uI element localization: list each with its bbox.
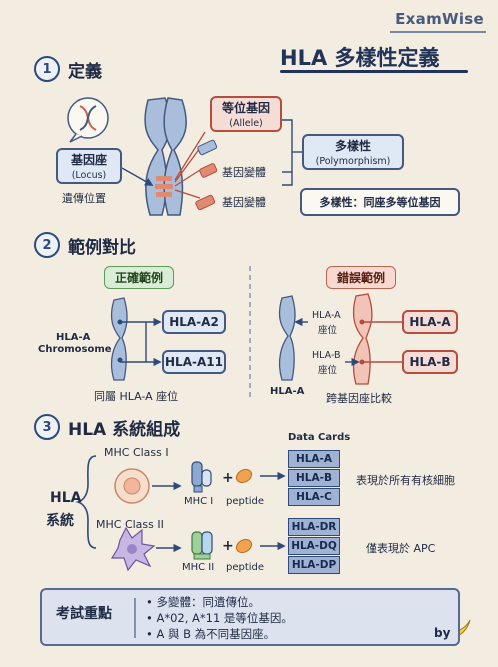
locus-a-label-2: 座位 [318,325,338,336]
wrong-caption: 跨基因座比較 [326,392,392,405]
plus-sign: + [222,538,234,554]
hla-b-locus-box: HLA-B [402,350,458,374]
data-card: HLA-C [288,488,340,506]
gene-segment-icon [197,139,218,156]
hla-a2-box: HLA-A2 [162,310,226,334]
polymorphism-definition-text: 多樣性：同座多等位基因 [319,196,441,209]
chromosome-icon [110,297,128,381]
exam-key-points: 考試重點 多變體：同遺傳位。 A*02, A*11 是等位基因。 A 與 B 為… [40,588,460,646]
polymorphism-sub: (Polymorphism) [315,156,391,167]
section-number: 3 [34,414,60,440]
polymorphism-label: 多樣性 [334,139,371,153]
data-card: HLA-DQ [288,537,340,555]
locus-b-label-2: 座位 [318,365,338,376]
data-card: HLA-B [288,469,340,487]
section-title: HLA 系統組成 [68,419,181,440]
hla-a-locus-label: HLA-A [409,315,451,329]
exam-point: 多變體：同遺傳位。 [146,594,293,610]
data-card: HLA-A [288,450,340,468]
mhc-class-ii-label: MHC Class II [96,518,164,531]
section-title: 範例對比 [68,237,136,258]
polymorphism-box: 多樣性 (Polymorphism) [302,134,404,170]
allele-label: 等位基因 [221,101,270,115]
exam-label: 考試重點 [56,606,112,622]
section-title: 定義 [68,61,102,82]
hla-a-chromosome-caption: HLA-A [270,386,305,397]
brand-logo: ExamWise [395,10,484,28]
mhc-ii-label: MHC II [182,562,215,573]
correct-caption: 同屬 HLA-A 座位 [94,390,179,403]
variant-2-label: 基因變體 [222,196,266,209]
mhc-class-i-label: MHC Class I [104,446,169,459]
hla-a11-label: HLA-A11 [165,355,223,369]
allele-sub: (Allele) [229,118,263,129]
class-ii-expression: 僅表現於 APC [366,542,436,555]
chromosome-icon [144,97,187,216]
polymorphism-definition: 多樣性：同座多等位基因 [300,188,460,216]
byline: by [434,626,451,640]
correct-example-tag: 正確範例 [104,266,175,289]
hla-b-locus-label: HLA-B [409,355,451,369]
class-ii-cards: HLA-DR HLA-DQ HLA-DP [288,518,340,574]
exam-divider [134,598,136,638]
locus-caption: 遺傳位置 [62,192,106,205]
hla-system-label-2: 系統 [46,513,74,529]
peptide-label: peptide [226,496,265,507]
exam-points: 多變體：同遺傳位。 A*02, A*11 是等位基因。 A 與 B 為不同基因座… [146,594,293,642]
locus-a-label: HLA-A [312,310,341,321]
hla-system-label: HLA [50,490,82,506]
plus-sign: + [222,470,234,486]
title-underline [280,70,468,73]
locus-label: 基因座 [70,153,107,167]
locus-b-label: HLA-B [312,350,341,361]
section-number: 2 [34,232,60,258]
peptide-icon [235,468,253,484]
locus-box: 基因座 (Locus) [56,148,122,184]
dna-icon [67,97,109,143]
data-card: HLA-DR [288,518,340,536]
section-3-heading: 3 HLA 系統組成 [34,414,180,440]
nucleated-cell-icon [114,468,150,504]
gene-segment-icon [199,163,218,178]
mhc-ii-icon [191,531,213,560]
exam-point: A*02, A*11 是等位基因。 [146,610,292,626]
exam-point: A 與 B 為不同基因座。 [146,626,293,642]
mhc-i-icon [191,461,212,493]
chromosome-icon [278,295,296,381]
data-cards-title: Data Cards [288,432,351,443]
section-1-heading: 1 定義 [34,56,102,82]
page-title: HLA 多樣性定義 [280,46,440,70]
gene-segment-icon [195,194,216,211]
variant-1-label: 基因變體 [222,166,266,179]
allele-box: 等位基因 (Allele) [210,96,282,132]
hla-a-locus-box: HLA-A [402,310,458,334]
locus-sub: (Locus) [71,170,107,181]
hla-a2-label: HLA-A2 [169,315,219,329]
class-i-expression: 表現於所有有核細胞 [356,474,455,487]
brand-underline [390,31,486,33]
hla-a-chromosome-label-2: Chromosome [38,344,112,355]
peptide-icon [235,538,253,554]
apc-cell-icon [110,526,156,572]
section-2-heading: 2 範例對比 [34,232,136,258]
class-i-cards: HLA-A HLA-B HLA-C [288,450,340,506]
section-number: 1 [34,56,60,82]
hla-a11-box: HLA-A11 [162,350,226,374]
chromosome-icon [352,293,373,385]
hla-a-chromosome-label: HLA-A [56,332,91,343]
wrong-example-tag: 錯誤範例 [326,266,397,289]
peptide-label: peptide [226,562,265,573]
data-card: HLA-DP [288,556,340,574]
mhc-i-label: MHC I [184,496,214,507]
